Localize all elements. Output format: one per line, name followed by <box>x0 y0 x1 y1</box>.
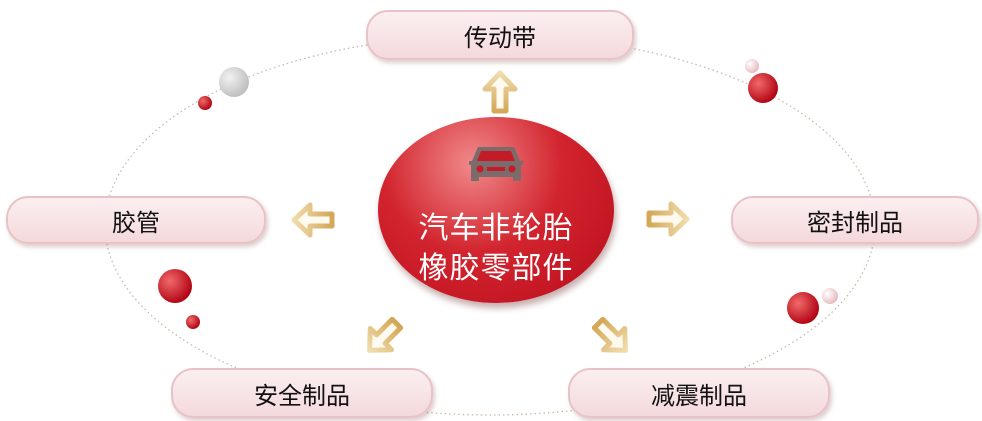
node-bottom-right[interactable]: 减震制品 <box>568 368 830 418</box>
center-title-line2: 橡胶零部件 <box>418 251 574 286</box>
orbit-bubble <box>822 288 838 304</box>
node-right[interactable]: 密封制品 <box>731 196 979 244</box>
orbit-bubble <box>158 269 192 303</box>
orbit-bubble <box>787 292 819 324</box>
arrow-left-icon <box>294 205 332 235</box>
orbit-bubble <box>748 73 778 103</box>
arrow-down-right-icon <box>588 313 636 361</box>
orbit-bubble <box>198 96 212 110</box>
arrow-down-left-icon <box>359 313 407 361</box>
node-top[interactable]: 传动带 <box>366 10 634 60</box>
node-left[interactable]: 胶管 <box>6 196 266 244</box>
arrow-right-icon <box>649 204 687 234</box>
orbit-bubble <box>745 59 759 73</box>
center-node: 汽车非轮胎 橡胶零部件 <box>378 117 614 303</box>
arrow-up-icon <box>485 73 515 111</box>
orbit-bubble <box>219 67 249 97</box>
car-icon <box>469 147 523 181</box>
orbit-bubble <box>186 315 200 329</box>
node-bottom-left[interactable]: 安全制品 <box>171 368 433 418</box>
center-title-line1: 汽车非轮胎 <box>418 211 574 246</box>
